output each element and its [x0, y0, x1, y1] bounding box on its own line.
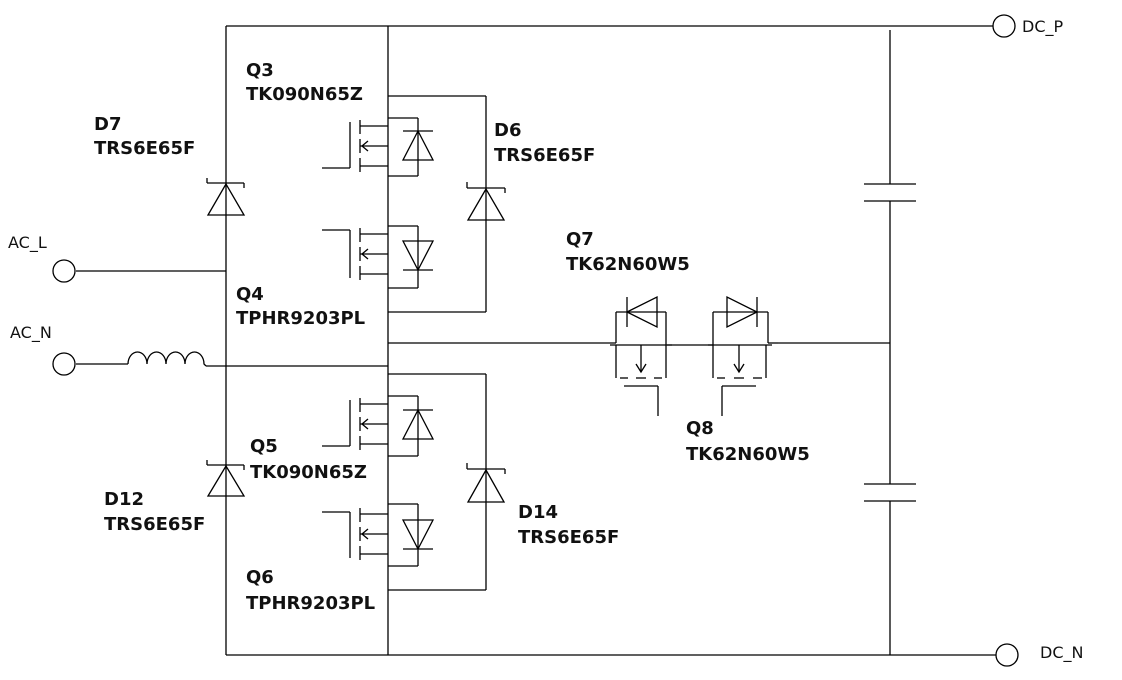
q4-ref-label: Q4: [236, 284, 264, 305]
mosfet-q7: [610, 295, 672, 416]
diode-d12: [206, 460, 246, 497]
q5-ref-label: Q5: [250, 436, 278, 457]
mosfet-q8: [708, 295, 778, 416]
capacitor-bottom: [864, 483, 916, 502]
terminal-ac-l-label: AC_L: [8, 233, 47, 253]
d6-ref-label: D6: [494, 120, 521, 141]
d7-part-label: TRS6E65F: [94, 138, 195, 159]
mosfet-q4: [322, 225, 435, 289]
q7-part-label: TK62N60W5: [566, 254, 690, 275]
d12-ref-label: D12: [104, 489, 144, 510]
q3-ref-label: Q3: [246, 60, 274, 81]
d14-part-label: TRS6E65F: [518, 527, 619, 548]
mosfet-q6: [322, 503, 435, 567]
q7-ref-label: Q7: [566, 229, 594, 250]
d12-part-label: TRS6E65F: [104, 514, 205, 535]
diode-d7: [206, 178, 246, 216]
q6-part-label: TPHR9203PL: [246, 593, 375, 614]
terminal-ac-n-label: AC_N: [10, 323, 52, 343]
diode-d14: [466, 463, 506, 503]
diode-d6: [466, 182, 506, 221]
terminal-dc-p-label: DC_P: [1022, 17, 1063, 37]
terminal-dc-p: DC_P: [992, 14, 1063, 38]
q6-ref-label: Q6: [246, 567, 274, 588]
terminal-dc-n-label: DC_N: [1040, 643, 1083, 663]
terminal-ac-l: AC_L: [8, 233, 76, 283]
q8-part-label: TK62N60W5: [686, 444, 810, 465]
component-labels: Q3 TK090N65Z D7 TRS6E65F D6 TRS6E65F Q7 …: [94, 60, 810, 614]
d14-ref-label: D14: [518, 502, 558, 523]
mosfet-q3: [322, 117, 435, 177]
q3-part-label: TK090N65Z: [246, 84, 363, 105]
capacitor-top: [864, 183, 916, 202]
q5-part-label: TK090N65Z: [250, 462, 367, 483]
d7-ref-label: D7: [94, 114, 121, 135]
q4-part-label: TPHR9203PL: [236, 308, 365, 329]
inductor: [76, 351, 207, 367]
q8-ref-label: Q8: [686, 418, 714, 439]
mosfet-q5: [322, 395, 435, 457]
d6-part-label: TRS6E65F: [494, 145, 595, 166]
terminal-dc-n: DC_N: [995, 643, 1083, 667]
terminal-ac-n: AC_N: [10, 323, 76, 376]
wiring: [76, 25, 996, 656]
